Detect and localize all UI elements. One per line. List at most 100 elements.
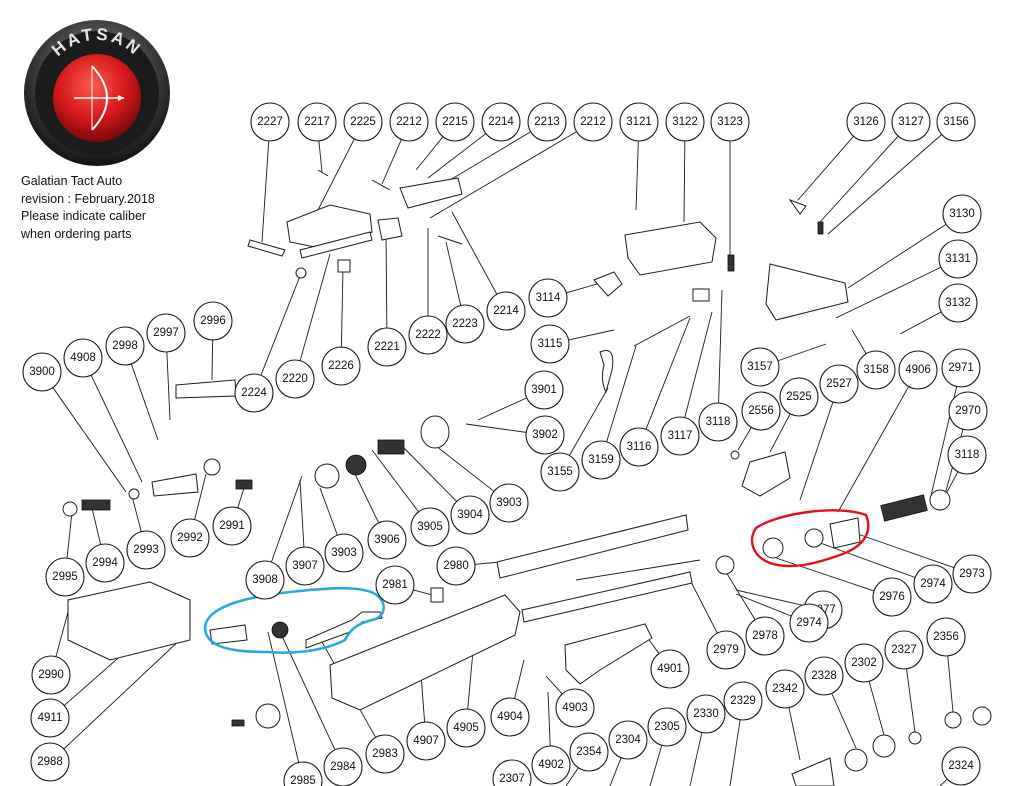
leader-line-4902 [547, 691, 551, 747]
callout-label: 2980 [443, 560, 469, 572]
callout-2981: 2981 [375, 565, 415, 605]
callout-bubble [275, 359, 315, 399]
leader-line-2994 [91, 507, 102, 545]
callout-label: 3114 [536, 292, 561, 304]
part-shaft-2996 [175, 379, 237, 399]
callout-2221: 2221 [367, 327, 407, 367]
part-drum-3904 [420, 415, 450, 449]
leader-line-3903 [319, 487, 338, 536]
callout-bubble [698, 402, 738, 442]
part-ring-2356 [972, 706, 992, 726]
callout-bubble [245, 560, 285, 600]
callout-2304: 2304 [608, 720, 648, 760]
callout-3131: 3131 [938, 239, 978, 279]
highlight-marks [203, 509, 870, 654]
part-screw-2991 [235, 479, 253, 490]
callout-label: 3115 [538, 338, 563, 350]
part-ring-2993 [128, 488, 140, 500]
callout-bubble [22, 352, 62, 392]
callout-2226: 2226 [321, 346, 361, 386]
callout-bubble [367, 327, 407, 367]
callout-label: 2220 [282, 373, 308, 385]
part-plate-3130 [765, 263, 849, 321]
callout-2222: 2222 [408, 315, 448, 355]
part-block-3117 [692, 288, 710, 302]
callout-bubble [435, 102, 475, 142]
callout-3158: 3158 [856, 350, 896, 390]
diagram-info: Galatian Tact Auto revision : February.2… [21, 173, 211, 243]
callout-bubble [283, 761, 323, 786]
callout-2556: 2556 [741, 391, 781, 431]
callout-bubble [723, 681, 763, 721]
part-nut-2556 [730, 450, 740, 460]
callout-2974: 2974 [913, 564, 953, 604]
callout-bubble [30, 698, 70, 738]
callout-label: 2214 [488, 116, 514, 128]
callout-bubble [285, 546, 325, 586]
part-spring-2994 [81, 499, 111, 511]
leader-line-2998 [130, 363, 159, 441]
leader-line-2329 [729, 719, 741, 786]
callout-bubble [740, 347, 780, 387]
callout-bubble [804, 656, 844, 696]
callout-bubble [710, 102, 750, 142]
callout-bubble [819, 364, 859, 404]
callout-3130: 3130 [942, 194, 982, 234]
part-cap-2995 [62, 501, 78, 517]
callout-bubble [486, 291, 526, 331]
callout-2307: 2307 [492, 759, 532, 786]
part-pin-2227 [247, 239, 286, 257]
callout-label: 3905 [417, 521, 443, 533]
callout-2976: 2976 [872, 577, 912, 617]
callout-3118: 3118 [947, 435, 987, 475]
callout-bubble [941, 746, 981, 786]
callout-label: 2227 [257, 116, 283, 128]
callout-label: 2992 [177, 532, 203, 544]
leader-line-3155 [569, 387, 609, 456]
part-barrel-2979 [521, 571, 693, 623]
part-lever-3114 [593, 271, 623, 297]
callout-3904: 3904 [450, 495, 490, 535]
leader-line-2993 [131, 495, 142, 532]
blue-highlight-ring [203, 586, 385, 654]
callout-bubble [898, 350, 938, 390]
part-trigger-guard-4901 [564, 623, 653, 685]
callout-label: 2990 [38, 669, 64, 681]
callout-2973: 2973 [952, 554, 992, 594]
callout-bubble [450, 495, 490, 535]
callout-2224: 2224 [234, 373, 274, 413]
callout-label: 4908 [70, 352, 96, 364]
callout-2324: 2324 [941, 746, 981, 786]
callout-label: 3131 [945, 253, 971, 265]
callout-2302: 2302 [844, 643, 884, 683]
callout-bubble [365, 734, 405, 774]
callout-2220: 2220 [275, 359, 315, 399]
callout-bubble [619, 427, 659, 467]
callout-3905: 3905 [410, 507, 450, 547]
leader-line-3126 [797, 136, 854, 201]
callout-2213: 2213 [527, 102, 567, 142]
callout-bubble [891, 102, 931, 142]
callout-3900: 3900 [22, 352, 62, 392]
leader-line-2976 [775, 557, 875, 592]
callout-3114: 3114 [528, 278, 568, 318]
callout-bubble [846, 102, 886, 142]
callout-bubble [665, 102, 705, 142]
caliber-note-line-1: Please indicate caliber [21, 209, 147, 223]
part-bushing-2356 [944, 711, 962, 729]
callout-bubble [926, 617, 966, 657]
leader-line-2221 [385, 231, 388, 329]
leader-line-2328 [831, 693, 857, 749]
callout-bubble [490, 697, 530, 737]
leader-line-2223 [445, 241, 462, 306]
callout-label: 3157 [747, 361, 773, 373]
part-stock-plate-2990 [67, 581, 191, 661]
callout-label: 2970 [955, 405, 981, 417]
callout-label: 2973 [959, 568, 985, 580]
part-o-ring-2327 [908, 731, 922, 745]
part-muzzle-nut-2302 [872, 734, 896, 758]
part-pin-2992 [151, 473, 199, 497]
leader-line-2330 [689, 732, 703, 786]
callout-2329: 2329 [723, 681, 763, 721]
callout-2330: 2330 [686, 694, 726, 734]
